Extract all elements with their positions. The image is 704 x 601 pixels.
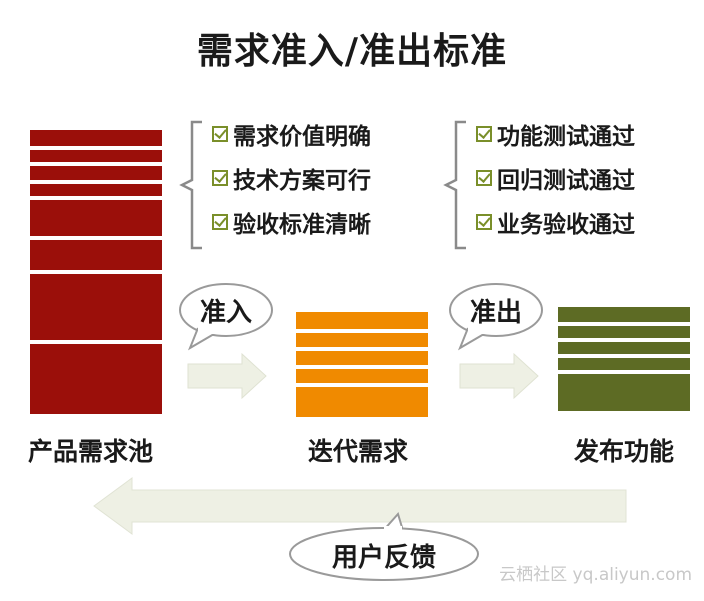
- exit-transition-label: 准出: [469, 298, 522, 328]
- iteration-backlog-stack: [296, 312, 428, 417]
- feedback-arrow-left-icon: [93, 477, 627, 535]
- entry-criteria-label: 需求价值明确: [233, 124, 371, 150]
- entry-criteria-item: 技术方案可行: [212, 156, 371, 200]
- feedback-label: 用户反馈: [331, 543, 436, 573]
- checkbox-checked-icon: [212, 170, 228, 186]
- entry-criteria-brace: [179, 120, 202, 250]
- arrow-right-icon: [187, 352, 267, 400]
- entry-criteria-list: 需求价值明确 技术方案可行 验收标准清晰: [212, 112, 371, 244]
- diagram-title: 需求准入/准出标准: [196, 31, 508, 72]
- entry-criteria-label: 验收标准清晰: [233, 212, 371, 238]
- stage-label-product-backlog: 产品需求池: [28, 437, 154, 466]
- arrow-right-icon: [459, 352, 539, 400]
- stage-label-iteration: 迭代需求: [308, 437, 409, 466]
- checkbox-checked-icon: [476, 170, 492, 186]
- released-features-stack: [558, 307, 690, 411]
- checkbox-checked-icon: [476, 214, 492, 230]
- feedback-speech-bubble: [289, 512, 479, 581]
- exit-criteria-label: 业务验收通过: [497, 212, 635, 238]
- stage-label-release: 发布功能: [574, 437, 675, 466]
- exit-speech-bubble: [449, 283, 543, 351]
- exit-criteria-item: 业务验收通过: [476, 200, 635, 244]
- exit-criteria-list: 功能测试通过 回归测试通过 业务验收通过: [476, 112, 635, 244]
- product-backlog-stack: [30, 130, 162, 414]
- exit-criteria-item: 回归测试通过: [476, 156, 635, 200]
- entry-criteria-label: 技术方案可行: [233, 168, 371, 194]
- checkbox-checked-icon: [212, 214, 228, 230]
- exit-criteria-brace: [443, 120, 466, 250]
- exit-criteria-label: 功能测试通过: [497, 124, 635, 150]
- entry-speech-bubble: [179, 283, 273, 351]
- checkbox-checked-icon: [212, 126, 228, 142]
- exit-criteria-item: 功能测试通过: [476, 112, 635, 156]
- exit-criteria-label: 回归测试通过: [497, 168, 635, 194]
- entry-criteria-item: 验收标准清晰: [212, 200, 371, 244]
- checkbox-checked-icon: [476, 126, 492, 142]
- entry-transition-label: 准入: [199, 298, 252, 328]
- entry-criteria-item: 需求价值明确: [212, 112, 371, 156]
- watermark: 云栖社区 yq.aliyun.com: [499, 565, 692, 585]
